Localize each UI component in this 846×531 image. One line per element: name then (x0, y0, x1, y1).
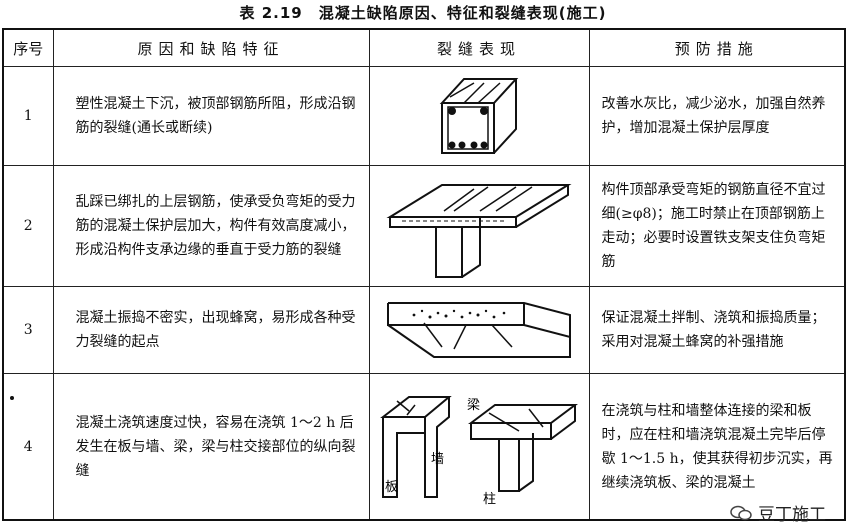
row-num: 3 (2, 286, 54, 374)
slab-beam-drawing (386, 184, 572, 278)
row-num: 4 (2, 373, 54, 521)
row-num: 2 (2, 165, 54, 287)
crack-figure-2 (368, 165, 590, 287)
row-num: 1 (2, 66, 54, 166)
table-row: 3 混凝土振捣不密实，出现蜂窝，易形成各种受力裂缝的起点 (2, 286, 846, 374)
watermark: 豆丁施工 (730, 500, 826, 525)
header-cause: 原因和缺陷特征 (52, 28, 370, 67)
crack-figure-3 (368, 286, 590, 374)
table-row: 2 乱踩已绑扎的上层钢筋，使承受负弯矩的受力筋的混凝土保护层加大，构件有效高度减… (2, 165, 846, 287)
crack-figure-4: 板 墙 梁 柱 (368, 373, 590, 521)
row-cause: 乱踩已绑扎的上层钢筋，使承受负弯矩的受力筋的混凝土保护层加大，构件有效高度减小，… (52, 165, 370, 287)
row-cause: 塑性混凝土下沉，被顶部钢筋所阻，形成沿钢筋的裂缝(通长或断续) (52, 66, 370, 166)
row-cause: 混凝土浇筑速度过快，容易在浇筑 1～2 h 后发生在板与墙、梁，梁与柱交接部位的… (52, 373, 370, 521)
row-prevent: 改善水灰比，减少泌水，加强自然养护，增加混凝土保护层厚度 (588, 66, 846, 166)
table-row: 4 混凝土浇筑速度过快，容易在浇筑 1～2 h 后发生在板与墙、梁，梁与柱交接部… (2, 373, 846, 521)
header-num: 序号 (2, 28, 54, 67)
row-prevent: 构件顶部承受弯矩的钢筋直径不宜过细(≥φ8)；施工时禁止在顶部钢筋上走动；必要时… (588, 165, 846, 287)
honeycomb-slab-drawing (387, 302, 571, 358)
row-prevent: 在浇筑与柱和墙整体连接的梁和板时，应在柱和墙浇筑混凝土完毕后停歇 1～1.5 h… (588, 373, 846, 521)
label-column: 柱 (483, 492, 496, 507)
header-prevent: 预防措施 (588, 28, 846, 67)
table-row: 1 塑性混凝土下沉，被顶部钢筋所阻，形成沿钢筋的裂缝(通长或断续) (2, 66, 846, 166)
label-wall: 墙 (431, 452, 444, 467)
wechat-icon (730, 505, 752, 520)
header-crack: 裂缝表现 (368, 28, 590, 67)
beam-section-drawing (439, 78, 519, 154)
watermark-text: 豆丁施工 (758, 505, 826, 525)
table-title: 表 2.19 混凝土缺陷原因、特征和裂缝表现(施工) (239, 4, 607, 22)
joint-crack-drawing: 板 墙 梁 柱 (380, 395, 578, 507)
defect-table: 序号 原因和缺陷特征 裂缝表现 预防措施 1 塑性混凝土下沉，被顶部钢筋所阻，形… (2, 28, 846, 521)
label-slab: 板 (385, 480, 398, 495)
label-beam: 梁 (467, 398, 480, 413)
row-cause: 混凝土振捣不密实，出现蜂窝，易形成各种受力裂缝的起点 (52, 286, 370, 374)
row-prevent: 保证混凝土拌制、浇筑和振捣质量；采用对混凝土蜂窝的补强措施 (588, 286, 846, 374)
crack-figure-1 (368, 66, 590, 166)
header-row: 序号 原因和缺陷特征 裂缝表现 预防措施 (2, 28, 846, 67)
